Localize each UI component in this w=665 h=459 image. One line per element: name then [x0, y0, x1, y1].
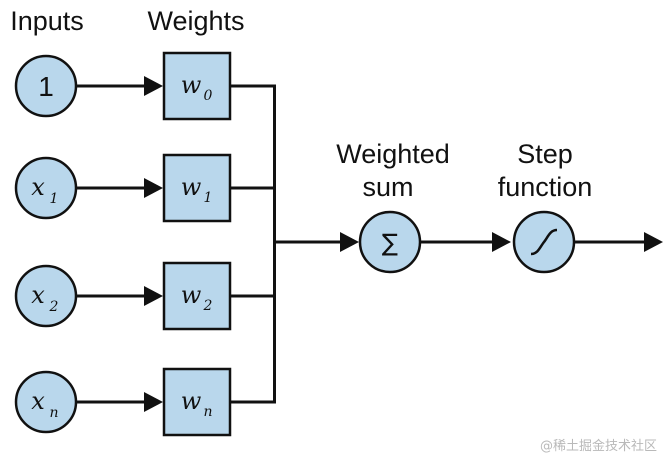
weight-box-wn-label: w	[181, 387, 202, 415]
input-arrow-3	[76, 392, 163, 412]
weight-box-w2-label: w	[181, 281, 202, 309]
output-arrow	[574, 232, 663, 252]
input-node-x2-sub: 2	[49, 299, 59, 315]
input-arrow-0	[76, 76, 163, 96]
input-node-xn-sub: n	[49, 405, 58, 421]
input-arrow-1	[76, 178, 163, 198]
weight-box-w2: w 2	[162, 261, 232, 331]
input-node-x1: x 1	[14, 156, 78, 220]
sum-node: ∑	[358, 210, 422, 274]
input-node-1-label: 1	[38, 71, 54, 102]
weight-box-w1-label: w	[181, 173, 202, 201]
step-function-label-line2: function	[498, 172, 593, 202]
sum-icon: ∑	[382, 229, 398, 257]
weight-box-w0-sub: 0	[204, 88, 213, 104]
inputs-header: Inputs	[10, 6, 84, 36]
weight-box-w1: w 1	[162, 153, 232, 223]
input-node-xn-label: x	[31, 387, 45, 415]
input-node-x2-label: x	[31, 281, 45, 309]
weights-header: Weights	[147, 6, 244, 36]
sum-input-arrow	[274, 232, 359, 252]
weight-box-w1-sub: 1	[204, 190, 213, 206]
weight-box-wn-sub: n	[203, 404, 212, 420]
step-input-arrow	[420, 232, 511, 252]
input-node-x1-label: x	[31, 173, 45, 201]
input-node-x2: x 2	[14, 264, 78, 328]
step-curve-icon	[530, 228, 558, 256]
weight-box-w0-label: w	[181, 71, 202, 99]
input-node-xn: x n	[14, 370, 78, 434]
weight-box-w0: w 0	[162, 51, 232, 121]
input-node-x1-sub: 1	[50, 191, 59, 207]
watermark: @稀土掘金技术社区	[540, 438, 657, 454]
weighted-sum-label-line1: Weighted	[336, 139, 450, 169]
collector-bus	[230, 84, 276, 404]
step-node	[512, 210, 576, 274]
weight-box-wn: w n	[162, 367, 232, 437]
weighted-sum-label-line2: sum	[362, 172, 413, 202]
input-arrow-2	[76, 286, 163, 306]
weight-box-w2-sub: 2	[203, 298, 213, 314]
input-node-1: 1	[14, 54, 78, 118]
step-function-label-line1: Step	[517, 139, 573, 169]
